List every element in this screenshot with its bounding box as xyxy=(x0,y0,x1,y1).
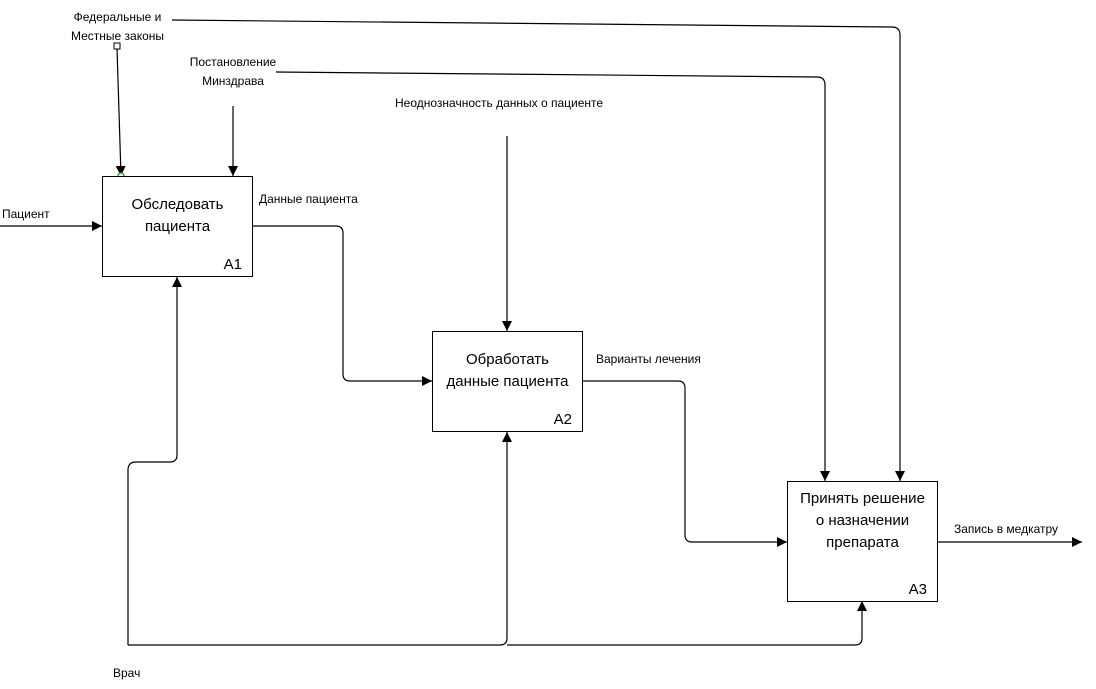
laws-to-a3-arrow xyxy=(171,19,905,481)
treatment-options-arrow xyxy=(582,380,787,547)
label-patient: Пациент xyxy=(2,207,50,221)
doctor-to-a3-arrow xyxy=(507,601,867,646)
activity-box-a1[interactable]: Обследовать пациента A1 xyxy=(102,176,253,277)
activity-box-a3[interactable]: Принять решение о назначении препарата A… xyxy=(787,481,938,602)
label-ambiguity: Неоднозначность данных о пациенте xyxy=(395,96,604,110)
label-treatment-options: Варианты лечения xyxy=(596,352,701,366)
activity-title-a2: Обработать данные пациента xyxy=(446,351,569,390)
label-ministry: Постановление Минздрава xyxy=(189,55,277,88)
laws-tunnel-square xyxy=(113,42,121,50)
ministry-to-a3-arrow xyxy=(275,71,830,481)
doctor-trunk-line xyxy=(127,277,182,645)
activity-id-a3: A3 xyxy=(908,581,927,598)
label-laws: Федеральные и Местные законы xyxy=(70,10,165,43)
activity-title-a1: Обследовать пациента xyxy=(131,196,224,235)
activity-title-a3: Принять решение о назначении препарата xyxy=(800,490,925,551)
label-record: Запись в медкатру xyxy=(954,522,1059,536)
activity-id-a1: A1 xyxy=(223,256,242,273)
activity-box-a2[interactable]: Обработать данные пациента A2 xyxy=(432,331,583,432)
label-patient-data: Данные пациента xyxy=(259,192,358,206)
laws-arrow xyxy=(115,47,126,177)
activity-id-a2: A2 xyxy=(553,411,572,428)
patient-data-arrow xyxy=(253,225,432,386)
doctor-to-a2-arrow xyxy=(128,432,512,646)
label-doctor: Врач xyxy=(113,666,141,680)
